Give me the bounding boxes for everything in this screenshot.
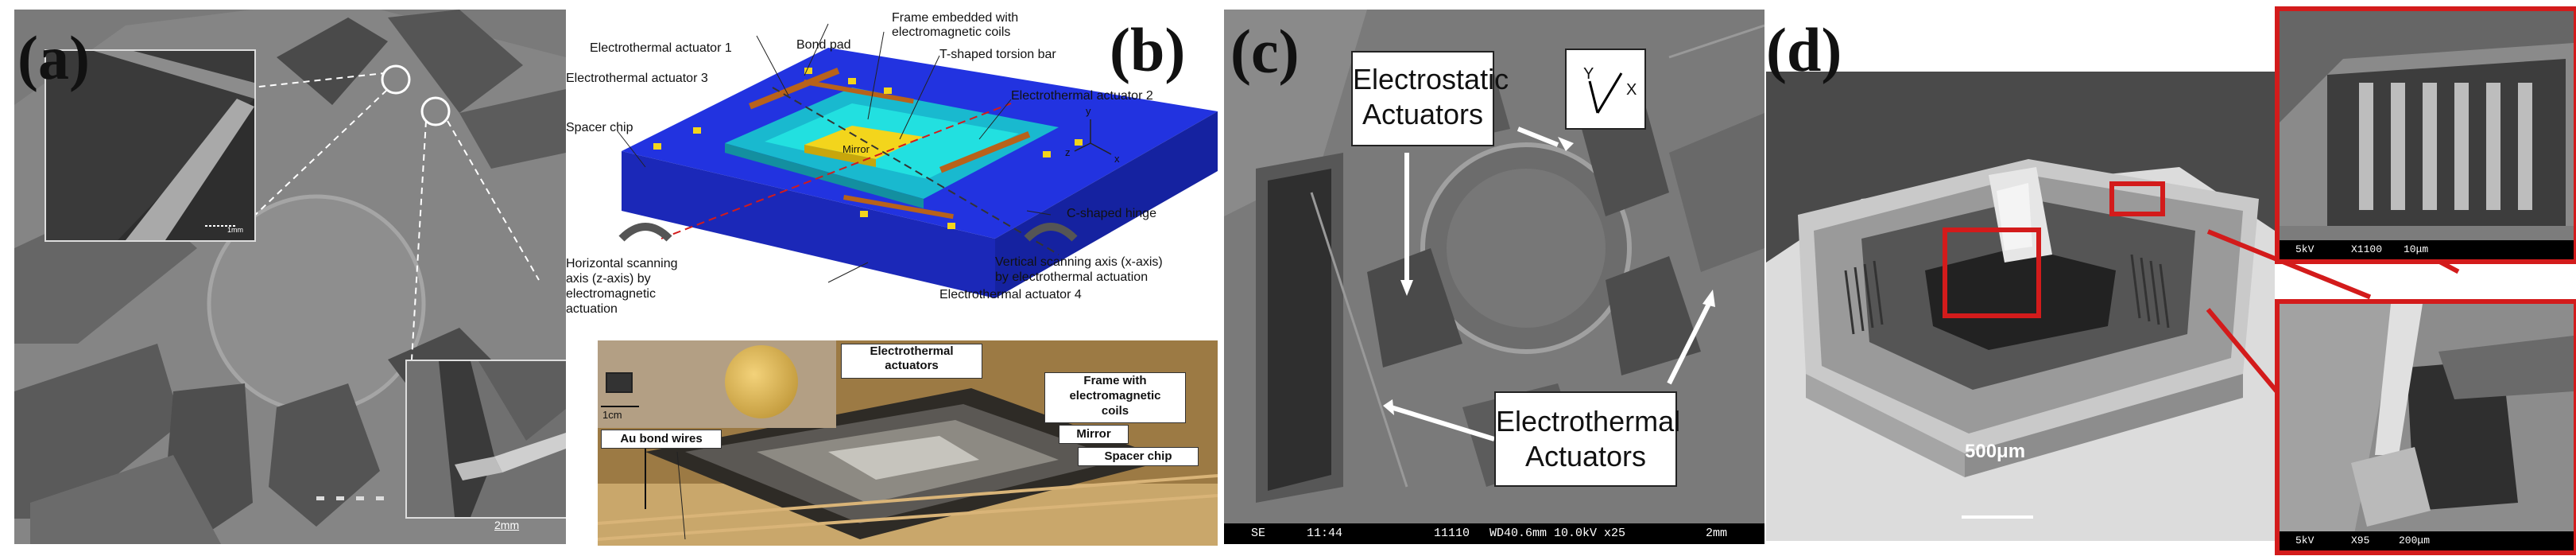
- axis-x-label: x: [1114, 153, 1120, 165]
- panel-c: Y X Electrostatic Actuators Electrotherm…: [1224, 10, 1764, 544]
- label-vertical-scanning-axis: Vertical scanning axis (x-axis) by elect…: [995, 255, 1163, 284]
- panel-a-scale-bar-label: 2mm: [494, 519, 520, 531]
- label-electrothermal-actuator-2: Electrothermal actuator 2: [1011, 89, 1153, 103]
- inset-top-scale: 10μm: [2404, 243, 2429, 255]
- panel-b: Electrothermal actuator 1 Bond pad Frame…: [566, 0, 1218, 557]
- sem-footer-id: 11110: [1434, 527, 1470, 540]
- photo-label-mirror-box: Mirror: [1059, 425, 1129, 444]
- sem-footer-params: WD40.6mm 10.0kV x25: [1489, 527, 1626, 540]
- label-frame-embedded: Frame embedded with electromagnetic coil…: [892, 11, 1019, 39]
- photo-label-mirror: Mirror: [1076, 427, 1111, 441]
- panel-c-axis-y: Y: [1583, 65, 1594, 83]
- sem-footer-mode: SE: [1251, 527, 1266, 540]
- label-electrothermal-actuator-4: Electrothermal actuator 4: [939, 288, 1082, 301]
- label-spacer-chip: Spacer chip: [566, 121, 633, 134]
- panel-d-label: (d): [1766, 15, 1842, 84]
- label-mirror: Mirror: [843, 143, 870, 155]
- panel-d-main-sem: 500μm: [1766, 72, 2275, 541]
- label-electrothermal-actuator-3: Electrothermal actuator 3: [566, 72, 708, 85]
- photo-scale-1cm: 1cm: [602, 409, 622, 421]
- callout-electrostatic-actuators: Electrostatic Actuators: [1351, 51, 1509, 146]
- photo-label-electrothermal-actuators: Electrothermal actuators: [870, 344, 954, 372]
- panel-d-inset-top: 5kV X1100 10μm: [2275, 6, 2576, 264]
- inset-bottom-scale: 200μm: [2399, 535, 2431, 546]
- panel-d-inset-bottom: 5kV X95 200μm: [2275, 299, 2576, 555]
- inset-bottom-kv: 5kV: [2295, 535, 2315, 546]
- panel-a: 1mm 2mm (a): [14, 10, 566, 544]
- panel-d: 500μm 5kV X1100 10μm: [1766, 0, 2576, 560]
- panel-a-label: (a): [17, 23, 90, 92]
- label-horizontal-scanning-axis: Horizontal scanning axis (z-axis) by ele…: [566, 257, 678, 316]
- label-t-shaped-torsion-bar: T-shaped torsion bar: [939, 48, 1056, 61]
- panel-b-label: (b): [1110, 15, 1186, 84]
- inset-bottom-mag: X95: [2351, 535, 2370, 546]
- label-electrothermal-actuator-1: Electrothermal actuator 1: [590, 41, 732, 55]
- axis-y-label: y: [1086, 105, 1091, 117]
- photo-label-spacer-box: Spacer chip: [1078, 447, 1199, 466]
- panel-c-sem-footer: SE 11:44 11110 WD40.6mm 10.0kV x25 2mm: [1224, 523, 1764, 544]
- photo-label-bondwires-box: Au bond wires: [601, 430, 722, 449]
- inset-top-mag: X1100: [2351, 243, 2383, 255]
- inset-top-kv: 5kV: [2295, 243, 2315, 255]
- label-bond-pad: Bond pad: [796, 38, 851, 52]
- inset-top-footer: 5kV X1100 10μm: [2280, 240, 2574, 259]
- panel-a-inset-bottom: [405, 360, 566, 519]
- panel-d-red-box-small: [2109, 181, 2165, 216]
- panel-c-label: (c): [1230, 17, 1300, 86]
- panel-a-inset-top: 1mm: [45, 49, 256, 242]
- panel-c-axis-x: X: [1626, 81, 1637, 99]
- photo-label-actuators-box: Electrothermal actuators: [841, 344, 982, 379]
- photo-label-spacer-chip: Spacer chip: [1104, 449, 1172, 463]
- label-c-shaped-hinge: C-shaped hinge: [1067, 207, 1156, 220]
- inset-bottom-footer: 5kV X95 200μm: [2280, 531, 2574, 550]
- axis-z-label: z: [1065, 146, 1071, 158]
- panel-d-scale-text: 500μm: [1965, 441, 2026, 462]
- photo-label-frame-coils: Frame with electromagnetic coils: [1069, 374, 1161, 418]
- sem-footer-scale: 2mm: [1706, 527, 1728, 540]
- callout-electrothermal-actuators: Electrothermal Actuators: [1494, 391, 1680, 487]
- photo-label-frame-box: Frame with electromagnetic coils: [1044, 372, 1186, 423]
- sem-footer-time: 11:44: [1307, 527, 1343, 540]
- panel-b-3d-diagram: [617, 23, 1218, 298]
- photo-label-au-bond-wires: Au bond wires: [620, 432, 703, 445]
- panel-a-inset-scale: 1mm: [227, 226, 243, 234]
- panel-b-photo: 1cm Electrothermal actuators Frame with …: [598, 340, 1218, 546]
- panel-d-red-box-large: [1943, 228, 2041, 318]
